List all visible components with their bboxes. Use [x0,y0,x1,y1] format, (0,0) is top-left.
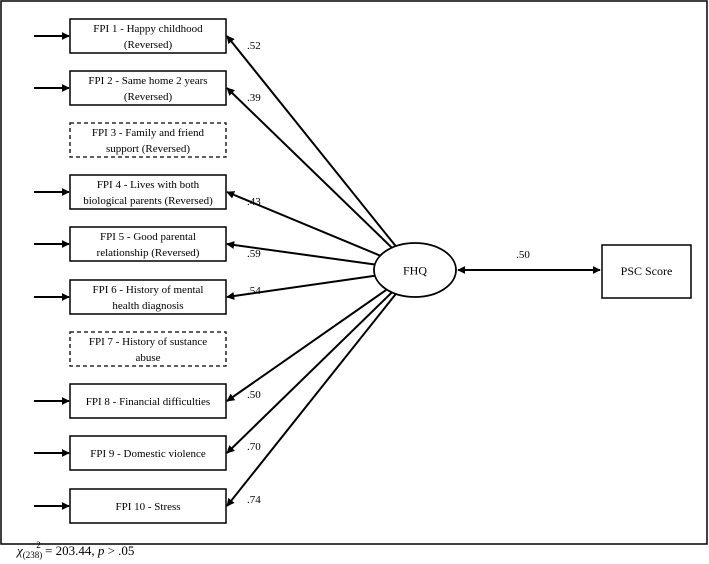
chi-exponent: 2 [36,540,41,550]
indicator-boxes: FPI 1 - Happy childhood (Reversed) FPI 2 -… [69,18,227,524]
chi-symbol: χ [17,543,23,558]
indicator-text-fpi-5-line-2: relationship (Reversed) [97,247,200,259]
loading-path-fpi-8 [226,288,388,402]
loading-value-fpi-10: .74 [247,494,261,506]
indicator-box-fpi-6 [69,279,227,315]
indicator-text-fpi-3-line-2: support (Reversed) [106,143,190,155]
loading-path-fpi-1 [226,35,397,247]
indicator-box-fpi-3 [69,122,227,158]
indicator-box-fpi-7 [69,331,227,367]
latent-fhq-ellipse [373,242,457,298]
diagram-frame [0,0,708,545]
loading-path-fpi-9 [226,291,393,454]
indicator-text-fpi-2-line-1: FPI 2 - Same home 2 years [88,75,207,87]
loading-path-fpi-10 [226,293,397,507]
indicator-text-fpi-6-line-1: FPI 6 - History of mental [93,284,204,296]
loading-path-fpi-6 [226,274,376,300]
indicator-box-fpi-9 [69,435,227,471]
outcome-psc-label: PSC Score [621,264,673,278]
indicator-text-fpi-6-line-2: health diagnosis [112,300,183,312]
correlation-value: .50 [516,249,530,261]
indicator-text-fpi-7-line-2: abuse [135,352,160,364]
indicator-text-fpi-2-line-2: (Reversed) [124,91,173,103]
indicator-text-fpi-7-line-1: FPI 7 - History of sustance [89,336,207,348]
indicator-text-fpi-1-line-2: (Reversed) [124,39,173,51]
outcome-psc-box [601,244,692,299]
degrees-of-freedom: (238) [22,550,43,560]
loading-value-fpi-8: .50 [247,389,261,401]
loading-paths [34,32,397,510]
indicator-text-fpi-8-line-1: FPI 8 - Financial difficulties [86,396,210,408]
indicator-text-fpi-9-line-1: FPI 9 - Domestic violence [90,448,206,460]
loading-path-fpi-4 [226,191,381,257]
loading-value-fpi-1: .52 [247,40,261,52]
loading-path-fpi-5 [226,241,376,266]
indicator-box-fpi-1 [69,18,227,54]
indicator-box-fpi-4 [69,174,227,210]
indicator-text-fpi-10-line-1: FPI 10 - Stress [115,501,180,513]
loading-value-fpi-6: .54 [247,285,261,297]
indicator-text-fpi-4-line-2: biological parents (Reversed) [83,195,213,207]
loading-value-fpi-4: .43 [247,196,261,208]
loading-value-fpi-9: .70 [247,441,261,453]
loading-value-fpi-2: .39 [247,92,261,104]
indicator-text-fpi-5-line-1: FPI 5 - Good parental [100,231,196,243]
indicator-box-fpi-8 [69,383,227,419]
p-symbol: p [97,543,105,558]
latent-fhq-label: FHQ [403,264,427,278]
indicator-text-fpi-4-line-1: FPI 4 - Lives with both [97,179,200,191]
indicator-box-fpi-5 [69,226,227,262]
loading-path-fpi-2 [226,87,393,249]
indicator-box-fpi-2 [69,70,227,106]
p-threshold: > .05 [104,543,135,558]
indicator-text-fpi-1-line-1: FPI 1 - Happy childhood [93,23,203,35]
model-fit-statistic: χ(238)2 = 203.44, p > .05 [17,541,134,560]
loading-labels: .52 .39 .43 .59 .54 .50 .70 .74 [247,40,261,506]
chi-value: = 203.44, [41,543,98,558]
indicator-box-fpi-10 [69,488,227,524]
indicator-text-fpi-3-line-1: FPI 3 - Family and friend [92,127,205,139]
loading-value-fpi-5: .59 [247,248,261,260]
